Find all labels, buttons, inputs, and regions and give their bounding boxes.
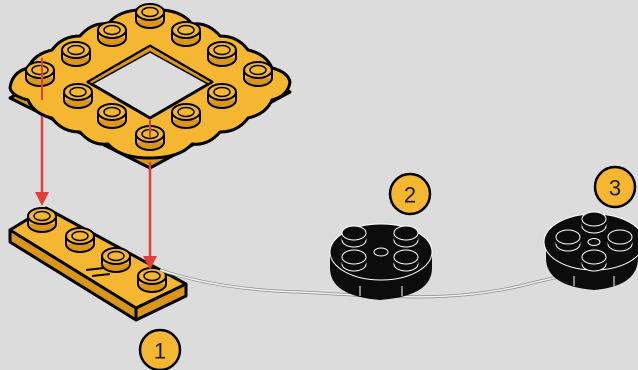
step-number: 2: [404, 183, 416, 208]
step-badge-3: 3: [593, 165, 637, 209]
step-number: 3: [609, 176, 621, 201]
placement-arrow-left: [35, 58, 49, 206]
placement-arrow-right: [143, 120, 157, 270]
step-badge-1: 1: [138, 328, 182, 370]
step-badge-2: 2: [388, 172, 432, 216]
yellow-1x4-plate: [8, 206, 188, 322]
black-round-plate-step-2: [329, 223, 433, 300]
step-number: 1: [154, 339, 166, 364]
yellow-square-frame-plate: [8, 3, 292, 170]
black-round-plate-step-3: [543, 211, 638, 290]
